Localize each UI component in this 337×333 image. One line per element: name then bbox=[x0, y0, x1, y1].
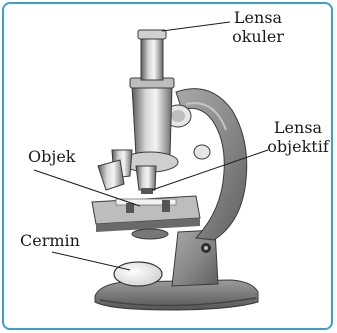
mirror-pointer bbox=[52, 252, 130, 270]
eyepiece-lens bbox=[138, 30, 166, 39]
eyepiece-tube bbox=[141, 36, 163, 80]
fine-focus-knob bbox=[194, 145, 210, 159]
label-objective-line2: objektif bbox=[262, 137, 334, 156]
mirror bbox=[114, 262, 162, 286]
label-object: Objek bbox=[28, 147, 75, 166]
label-eyepiece: Lensa okuler bbox=[228, 8, 288, 46]
label-mirror: Cermin bbox=[20, 231, 80, 250]
label-eyepiece-line2: okuler bbox=[228, 27, 288, 46]
label-objective-line1: Lensa bbox=[262, 118, 334, 137]
body-tube bbox=[132, 86, 172, 156]
eyepiece-pointer bbox=[162, 22, 230, 31]
label-eyepiece-line1: Lensa bbox=[228, 8, 288, 27]
objective-lens-3 bbox=[136, 166, 156, 190]
objective-lens-2 bbox=[98, 160, 124, 190]
label-objective: Lensa objektif bbox=[262, 118, 334, 156]
